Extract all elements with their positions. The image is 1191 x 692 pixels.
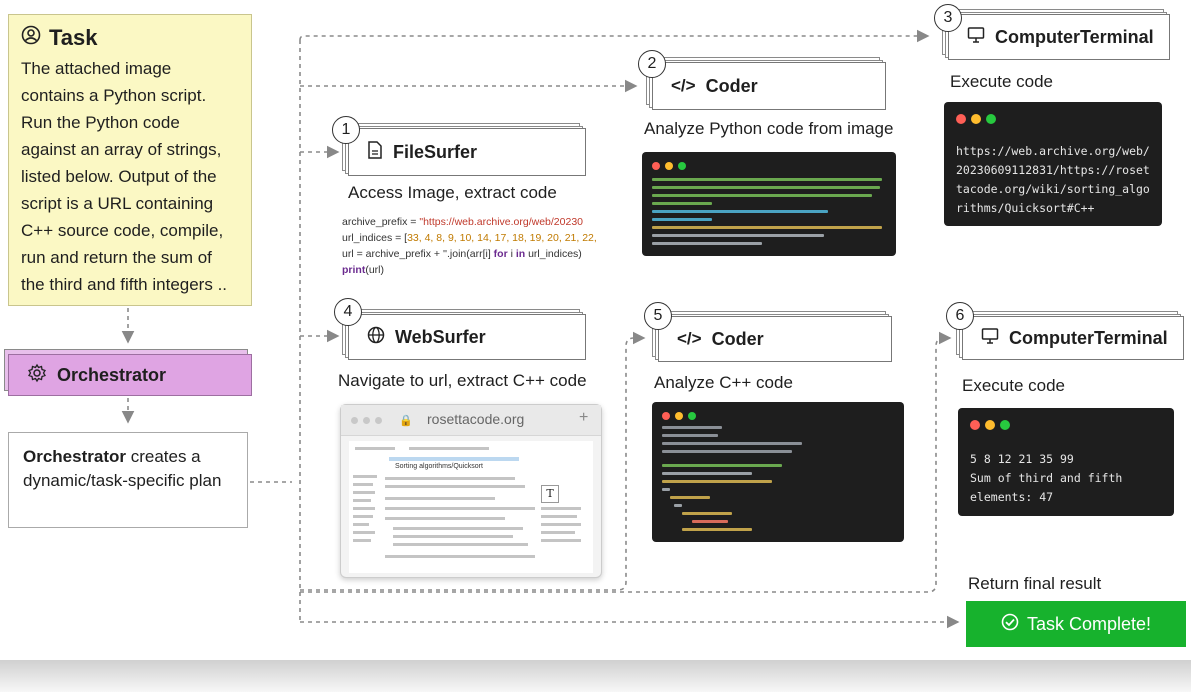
plan-box: Orchestrator creates a dynamic/task-spec… <box>8 432 248 528</box>
step-5-agent: Coder <box>711 328 764 349</box>
step-2-caption: Analyze Python code from image <box>644 119 894 138</box>
plan-text: creates a dynamic/task-specific plan <box>23 447 222 490</box>
terminal-3-output: https://web.archive.org/web/ 20230609112… <box>956 144 1150 215</box>
orchestrator-card: Orchestrator <box>4 349 252 396</box>
monitor-icon <box>981 327 999 350</box>
terminal-6-output: 5 8 12 21 35 99 Sum of third and fifth e… <box>970 452 1123 504</box>
check-circle-icon <box>1001 613 1019 636</box>
step-2-agent: Coder <box>705 75 758 96</box>
task-title: Task <box>21 25 239 51</box>
task-complete-label: Task Complete! <box>1026 613 1152 634</box>
gear-icon <box>27 363 47 388</box>
step-1-number: 1 <box>332 116 360 144</box>
step-3-number: 3 <box>934 4 962 32</box>
task-description: The attached image contains a Python scr… <box>21 59 228 294</box>
browser-url: rosettacode.org <box>427 411 525 427</box>
page-heading: Sorting algorithms/Quicksort <box>395 463 483 470</box>
globe-icon <box>367 326 385 349</box>
step-4-card: WebSurfer <box>342 309 586 360</box>
lock-icon: 🔒 <box>399 415 413 427</box>
task-title-text: Task <box>49 25 98 50</box>
user-icon <box>21 25 41 51</box>
task-complete-badge: Task Complete! <box>966 601 1186 647</box>
step-3-card: ComputerTerminal <box>942 9 1170 60</box>
file-icon <box>367 140 383 164</box>
step-5-number: 5 <box>644 302 672 330</box>
step-5-caption: Analyze C++ code <box>654 373 793 392</box>
step-1-card: FileSurfer <box>342 123 586 176</box>
step-6-card: ComputerTerminal <box>956 311 1184 360</box>
browser-screenshot: 🔒 rosettacode.org + Sorting algorithms/Q… <box>340 404 602 578</box>
step-4-caption: Navigate to url, extract C++ code <box>338 371 587 390</box>
task-box: Task The attached image contains a Pytho… <box>8 14 252 306</box>
step-1-caption: Access Image, extract code <box>348 183 557 202</box>
terminal-3: https://web.archive.org/web/ 20230609112… <box>944 102 1162 226</box>
step-4-number: 4 <box>334 298 362 326</box>
plan-bold: Orchestrator <box>23 447 126 466</box>
new-tab-icon: + <box>579 409 589 426</box>
step-2-number: 2 <box>638 50 666 78</box>
python-snippet: archive_prefix = "https://web.archive.or… <box>342 216 597 276</box>
step-6-caption: Execute code <box>962 376 1066 395</box>
monitor-icon <box>967 26 985 49</box>
code-icon: </> <box>671 76 696 95</box>
step-3-agent: ComputerTerminal <box>995 26 1154 47</box>
python-code-image <box>642 152 896 256</box>
step-6-agent: ComputerTerminal <box>1009 327 1168 348</box>
step-1-agent: FileSurfer <box>393 141 478 162</box>
step-5-card: </> Coder <box>652 311 892 362</box>
step-6-number: 6 <box>946 302 974 330</box>
bottom-shadow <box>0 660 1191 692</box>
return-result-label: Return final result <box>968 574 1102 593</box>
step-3-caption: Execute code <box>950 72 1054 91</box>
cpp-code-image <box>652 402 904 542</box>
orchestrator-label: Orchestrator <box>57 364 167 385</box>
code-icon: </> <box>677 329 702 348</box>
terminal-6: 5 8 12 21 35 99 Sum of third and fifth e… <box>958 408 1174 516</box>
step-4-agent: WebSurfer <box>395 326 486 347</box>
step-2-card: </> Coder <box>646 57 886 110</box>
